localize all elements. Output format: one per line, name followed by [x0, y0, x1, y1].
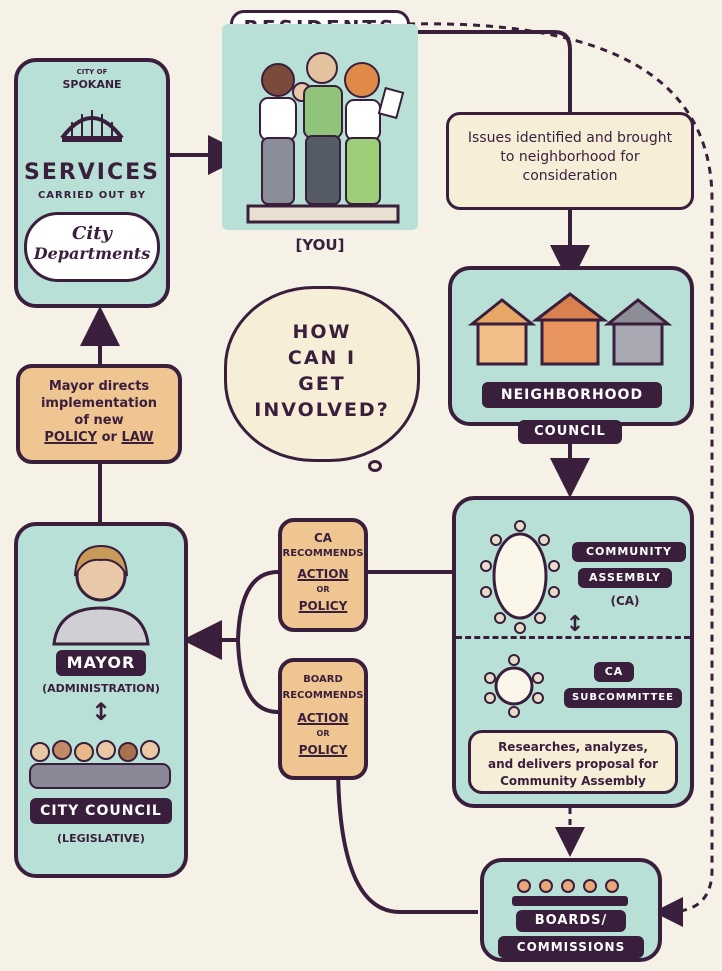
subcommittee-table-icon — [484, 654, 544, 718]
ca-rec-action: ACTION — [297, 567, 349, 581]
community-title: COMMUNITY — [572, 542, 686, 562]
directs-law: LAW — [121, 430, 154, 445]
ca-rec-or: OR — [316, 585, 330, 594]
research-line1: Researches, analyzes, — [498, 740, 648, 754]
research-line3: Community Assembly — [500, 774, 646, 788]
board-rec-action: ACTION — [297, 711, 349, 725]
board-rec-or: OR — [316, 729, 330, 738]
question-line4: INVOLVED? — [254, 399, 390, 421]
line-boards-to-board-recommends — [336, 769, 478, 914]
city-departments-cloud: City Departments — [24, 212, 160, 282]
assembly-title: ASSEMBLY — [578, 568, 672, 588]
neighborhood-card: NEIGHBORHOOD — [448, 266, 694, 426]
commissions-title: COMMISSIONS — [498, 936, 644, 958]
ca-rec-line2: RECOMMENDS — [282, 548, 364, 559]
services-title: SERVICES — [23, 160, 161, 185]
services-subtitle: CARRIED OUT BY — [37, 190, 147, 201]
board-rec-line1: BOARD — [303, 674, 343, 685]
mayor-portrait — [52, 544, 150, 646]
dashed-divider — [456, 636, 690, 639]
ca-recommends-box: CA RECOMMENDS ACTION OR POLICY — [278, 518, 368, 632]
neighborhood-title: NEIGHBORHOOD — [482, 382, 662, 408]
council-members-icon — [29, 740, 171, 789]
city-council-subtitle: (LEGISLATIVE) — [57, 832, 145, 845]
boards-title: BOARDS/ — [516, 910, 626, 932]
directs-line3: of new — [74, 413, 124, 428]
boards-card: BOARDS/ COMMISSIONS — [480, 858, 662, 962]
brace-top — [236, 570, 279, 641]
bridge-logo-icon — [60, 110, 124, 142]
arrow-residents-to-issues — [408, 30, 572, 112]
ca-label: (CA) — [610, 594, 640, 608]
services-card: CITY OF SPOKANE SERVICES CARRIED OUT BY … — [14, 58, 170, 308]
brace-bottom — [236, 639, 279, 714]
subcommittee-ca: CA — [594, 662, 634, 682]
city-council-title: CITY COUNCIL — [30, 798, 172, 824]
neighborhood-council-label: COUNCIL — [518, 420, 622, 444]
directs-or: or — [101, 430, 117, 445]
ca-rec-policy: POLICY — [298, 599, 348, 613]
directs-line1: Mayor directs — [48, 379, 150, 394]
question-line3: GET — [298, 373, 346, 395]
question-line2: CAN I — [287, 347, 357, 369]
mayor-directs-box: Mayor directs implementation of new POLI… — [16, 364, 182, 464]
dashed-residents-to-boards — [407, 22, 714, 927]
mayor-subtitle: (ADMINISTRATION) — [42, 682, 160, 695]
directs-line4: POLICY or LAW — [20, 429, 178, 446]
up-down-arrow-icon: ↕ — [565, 612, 585, 637]
thought-bubble-dot — [368, 460, 382, 472]
mayor-council-card: MAYOR (ADMINISTRATION) ↕ CITY COUNCIL (L… — [14, 522, 188, 878]
mayor-council-arrow-icon: ↕ — [90, 698, 112, 726]
board-rec-policy: POLICY — [298, 743, 348, 757]
houses-icon — [467, 292, 673, 366]
logo-text: SPOKANE — [62, 78, 122, 91]
cloud-city: City — [72, 223, 112, 244]
subcommittee-title: SUBCOMMITTEE — [564, 688, 682, 708]
ca-rec-line1: CA — [313, 531, 333, 545]
question-line1: HOW — [292, 321, 352, 343]
issues-box: Issues identified and brought to neighbo… — [446, 112, 694, 210]
mayor-title: MAYOR — [56, 650, 146, 676]
boards-members-icon — [512, 879, 628, 906]
cloud-departments: Departments — [33, 244, 151, 263]
logo-small-text: CITY OF — [76, 68, 108, 76]
directs-line2: implementation — [40, 396, 158, 411]
you-label: [YOU] — [295, 236, 345, 254]
question-cloud: HOW CAN I GET INVOLVED? — [224, 286, 420, 462]
residents-illustration — [222, 24, 418, 230]
board-rec-line2: RECOMMENDS — [282, 690, 364, 701]
research-box: Researches, analyzes, and delivers propo… — [468, 730, 678, 794]
board-recommends-box: BOARD RECOMMENDS ACTION OR POLICY — [278, 658, 368, 780]
research-line2: and delivers proposal for — [487, 757, 659, 771]
assembly-table-icon — [480, 520, 560, 634]
community-assembly-card: COMMUNITY ASSEMBLY (CA) ↕ CA SUBCOMMITTE… — [452, 496, 694, 808]
directs-policy: POLICY — [44, 430, 98, 445]
